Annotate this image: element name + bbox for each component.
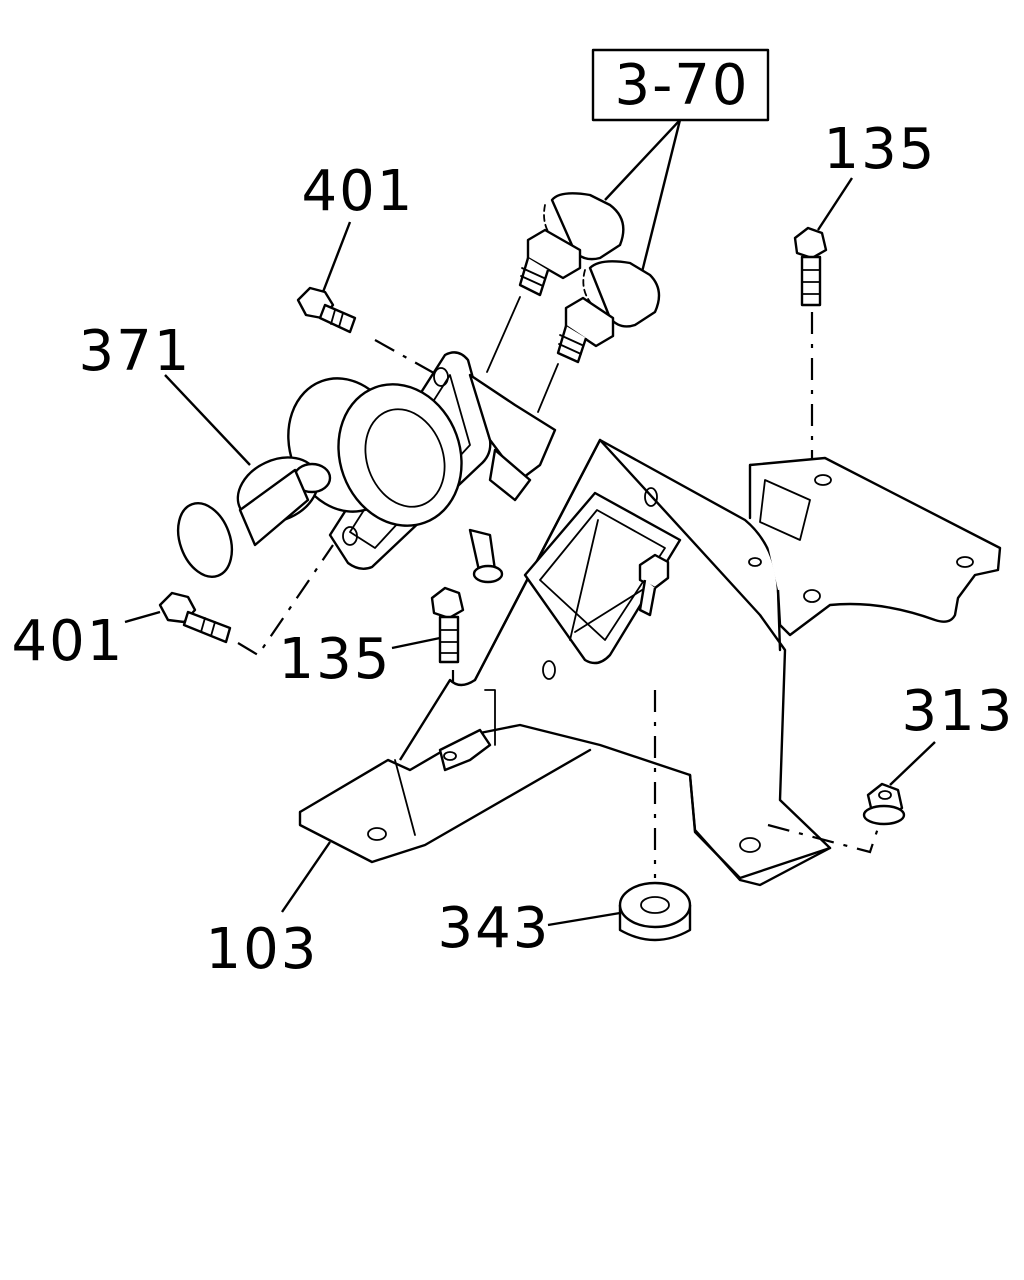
bolt-401-upper[interactable] — [296, 286, 357, 334]
hose-fittings — [486, 192, 661, 413]
bolt-401-lower[interactable] — [158, 591, 232, 644]
callout-313[interactable]: 313 — [902, 679, 1015, 744]
reference-box-label: 3-70 — [614, 53, 749, 118]
callout-103[interactable]: 103 — [206, 917, 319, 982]
bracket[interactable] — [298, 438, 1002, 887]
valve-assembly[interactable] — [169, 351, 557, 584]
callout-135-upper[interactable]: 135 — [824, 117, 937, 182]
rubber-washer[interactable] — [618, 881, 692, 942]
reference-box[interactable]: 3-70 — [591, 48, 770, 122]
callout-401-lower[interactable]: 401 — [12, 609, 125, 674]
callout-371[interactable]: 371 — [79, 319, 192, 384]
bolt-135-middle[interactable] — [430, 586, 465, 664]
flange-nut[interactable] — [862, 782, 906, 826]
bolt-135-upper[interactable] — [793, 226, 828, 307]
callout-401-upper[interactable]: 401 — [302, 159, 415, 224]
callout-343[interactable]: 343 — [438, 896, 551, 961]
callout-135-middle[interactable]: 135 — [279, 627, 392, 692]
